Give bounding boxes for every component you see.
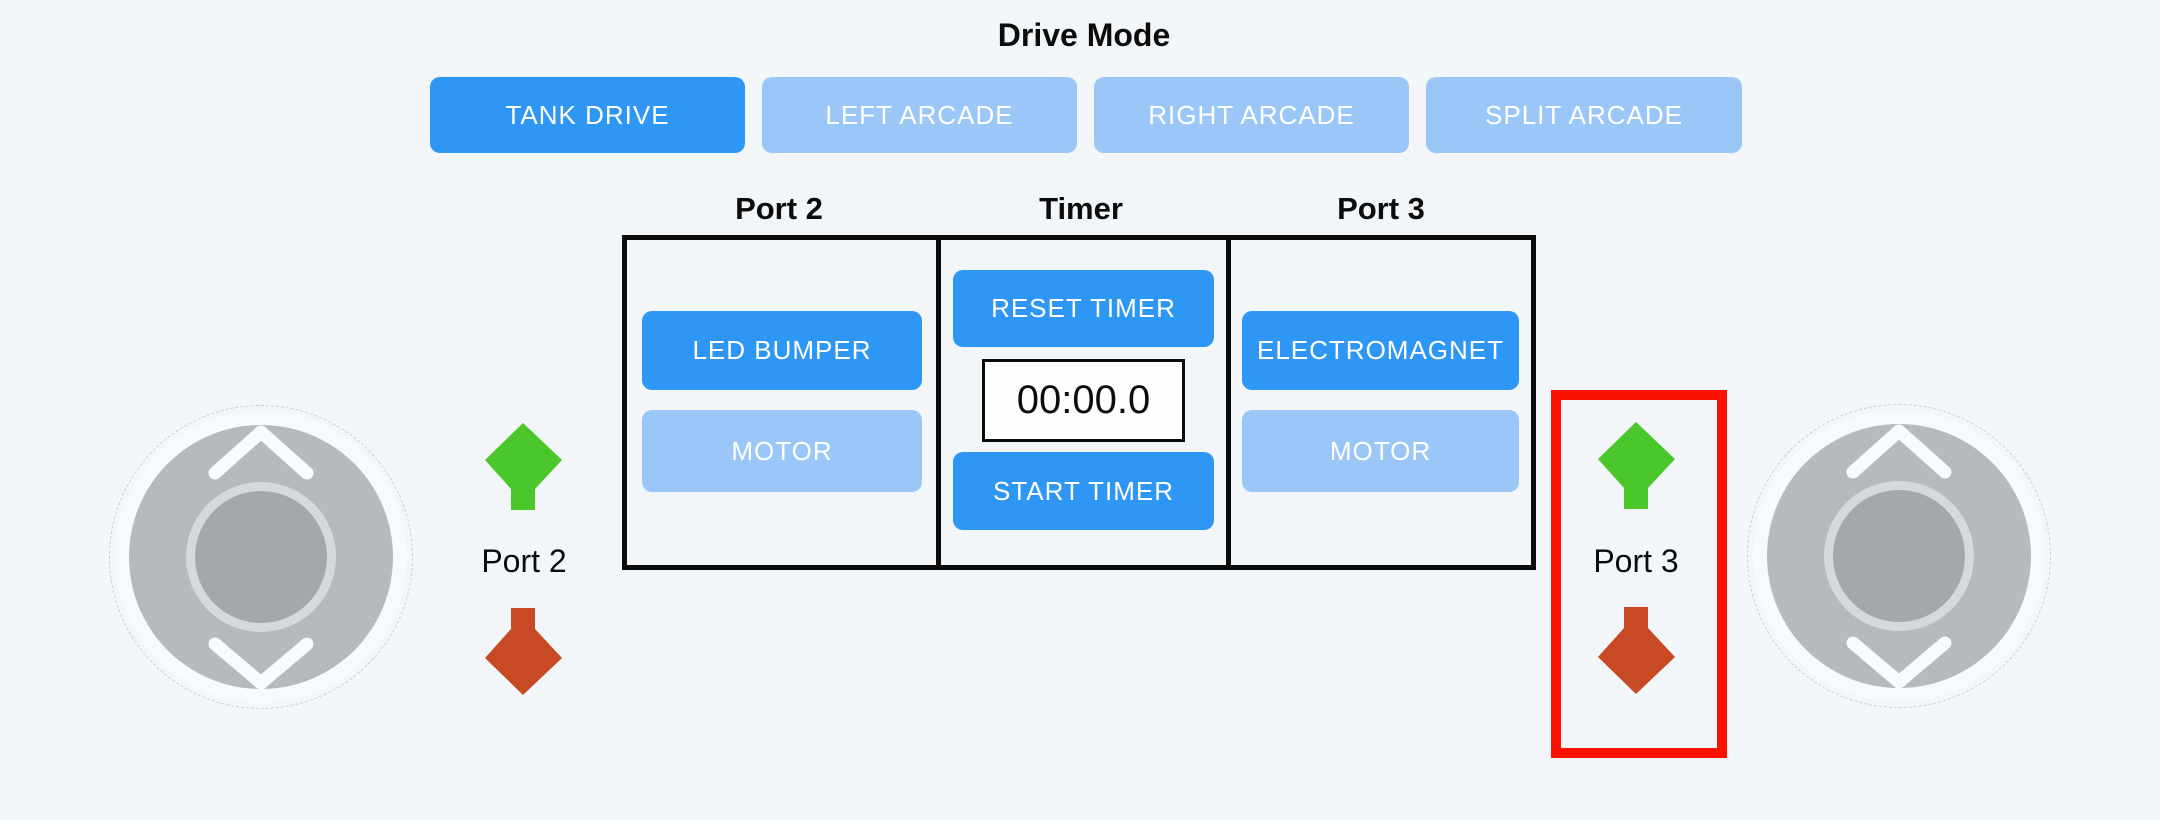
port2-indicator-label: Port 2 (481, 543, 567, 579)
chevron-up-icon (208, 425, 314, 480)
green-up-arrow-icon (1598, 422, 1675, 509)
control-panel: LED BUMPER MOTOR RESET TIMER 00:00.0 STA… (622, 235, 1536, 570)
left-joystick[interactable] (109, 405, 413, 709)
port3-indicator-label: Port 3 (1593, 543, 1679, 579)
joystick-axis-chevrons (208, 425, 314, 690)
right-joystick[interactable] (1747, 404, 2051, 708)
port3-column-header: Port 3 (1337, 191, 1425, 226)
timer-column-header: Timer (1039, 191, 1123, 226)
drive-mode-button-tank-drive[interactable]: TANK DRIVE (430, 77, 745, 153)
electromagnet-button[interactable]: ELECTROMAGNET (1242, 311, 1519, 390)
chevron-down-icon (1846, 636, 1952, 689)
joystick-knob[interactable] (1833, 490, 1965, 622)
port3-column: ELECTROMAGNET MOTOR (1231, 240, 1531, 565)
drive-mode-button-left-arcade[interactable]: LEFT ARCADE (762, 77, 1077, 153)
chevron-down-icon (208, 637, 314, 690)
chevron-up-icon (1846, 424, 1952, 479)
port2-column: LED BUMPER MOTOR (627, 240, 936, 565)
drive-mode-button-right-arcade[interactable]: RIGHT ARCADE (1094, 77, 1409, 153)
start-timer-button[interactable]: START TIMER (953, 452, 1214, 530)
timer-column: RESET TIMER 00:00.0 START TIMER (936, 240, 1231, 565)
drive-mode-button-split-arcade[interactable]: SPLIT ARCADE (1426, 77, 1742, 153)
joystick-axis-chevrons (1846, 424, 1952, 689)
red-down-arrow-icon (1598, 607, 1675, 694)
port2-column-header: Port 2 (735, 191, 823, 226)
led-bumper-button[interactable]: LED BUMPER (642, 311, 922, 390)
green-up-arrow-icon (485, 423, 562, 510)
timer-display: 00:00.0 (982, 359, 1185, 442)
page-title: Drive Mode (997, 17, 1171, 53)
port2-motor-button[interactable]: MOTOR (642, 410, 922, 492)
joystick-knob[interactable] (195, 491, 327, 623)
highlight-box (1551, 390, 1727, 758)
port3-motor-button[interactable]: MOTOR (1242, 410, 1519, 492)
reset-timer-button[interactable]: RESET TIMER (953, 270, 1214, 347)
red-down-arrow-icon (485, 608, 562, 695)
